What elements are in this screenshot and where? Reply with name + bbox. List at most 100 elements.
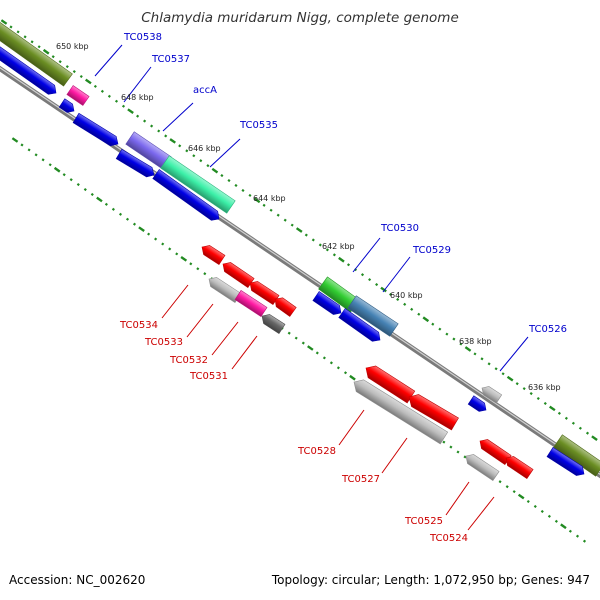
scale-tick-inner bbox=[48, 163, 52, 167]
reverse-label-leader bbox=[231, 335, 258, 370]
reverse-label-leader bbox=[467, 496, 495, 531]
scale-tick bbox=[591, 435, 598, 441]
scale-tick bbox=[332, 253, 336, 257]
scale-tick-inner bbox=[69, 178, 73, 182]
scale-tick-inner bbox=[20, 143, 24, 147]
scale-tick bbox=[487, 362, 491, 366]
scale-tick-inner bbox=[203, 272, 207, 276]
scale-tick-inner bbox=[118, 212, 123, 216]
scale-tick bbox=[557, 411, 561, 415]
scale-tick-inner bbox=[449, 445, 453, 449]
reverse-gene-label: TC0527 bbox=[341, 474, 380, 485]
scale-tick-inner bbox=[62, 173, 66, 177]
scale-tick bbox=[37, 45, 41, 49]
scale-tick bbox=[234, 183, 238, 187]
feature-arrow-magenta bbox=[66, 85, 90, 106]
scale-tick bbox=[150, 124, 154, 128]
scale-tick bbox=[127, 108, 134, 114]
forward-gene-label: TC0537 bbox=[151, 54, 190, 65]
scale-tick-inner bbox=[582, 539, 587, 543]
scale-tick bbox=[42, 48, 50, 55]
feature-arrow bbox=[72, 112, 119, 147]
forward-gene-label: TC0530 bbox=[380, 223, 419, 234]
scale-tick bbox=[380, 286, 387, 293]
scale-label: 642 kbp bbox=[322, 242, 355, 251]
scale-tick bbox=[164, 134, 168, 138]
forward-gene-label: TC0529 bbox=[412, 245, 451, 256]
scale-tick-inner bbox=[343, 371, 348, 375]
scale-tick bbox=[185, 149, 189, 153]
reverse-label-leader bbox=[445, 481, 470, 516]
scale-tick-inner bbox=[315, 351, 319, 355]
scale-tick-inner bbox=[533, 504, 537, 508]
scale-tick-inner bbox=[540, 509, 544, 513]
scale-tick bbox=[227, 179, 231, 183]
scale-tick bbox=[459, 342, 463, 346]
scale-tick bbox=[169, 138, 176, 144]
scale-tick-inner bbox=[76, 183, 80, 187]
feature-arrow-red bbox=[505, 456, 534, 480]
scale-tick bbox=[389, 292, 393, 296]
scale-tick-inner bbox=[294, 336, 298, 340]
scale-tick-inner bbox=[83, 188, 87, 192]
scale-label: 638 kbp bbox=[459, 337, 492, 346]
feature-arrow bbox=[115, 148, 155, 178]
reverse-label-leader bbox=[186, 303, 214, 338]
scale-tick bbox=[403, 302, 407, 306]
scale-tick-inner bbox=[301, 341, 305, 345]
reverse-gene-label: TC0532 bbox=[169, 355, 208, 366]
scale-label: 640 kbp bbox=[390, 291, 423, 300]
reverse-gene-label: TC0534 bbox=[119, 320, 158, 331]
scale-tick bbox=[72, 70, 76, 74]
scale-tick bbox=[346, 263, 351, 267]
feature-arrow bbox=[312, 291, 342, 315]
accession-text: Accession: NC_002620 bbox=[9, 573, 146, 587]
scale-tick bbox=[51, 55, 55, 59]
scale-tick-inner bbox=[96, 196, 103, 203]
scale-tick bbox=[295, 227, 303, 233]
scale-label: 650 kbp bbox=[56, 42, 89, 51]
scale-tick bbox=[23, 35, 27, 39]
scale-tick bbox=[571, 421, 575, 425]
scale-tick bbox=[564, 416, 568, 420]
scale-tick-inner bbox=[168, 247, 172, 251]
scale-tick-inner bbox=[526, 499, 530, 504]
scale-tick-inner bbox=[132, 222, 137, 226]
reverse-gene-label: TC0528 bbox=[297, 446, 336, 457]
forward-gene-label: TC0526 bbox=[528, 324, 567, 335]
scale-tick-inner bbox=[154, 237, 158, 241]
reverse-label-leader bbox=[211, 321, 239, 356]
scale-tick-inner bbox=[161, 242, 165, 246]
feature-arrow-red bbox=[222, 262, 255, 289]
scale-tick bbox=[262, 203, 266, 207]
scale-tick-inner bbox=[180, 256, 188, 262]
feature-arrow-gray bbox=[465, 454, 500, 482]
feature-arrow-darkgray bbox=[261, 314, 286, 335]
scale-tick-inner bbox=[575, 534, 580, 538]
feature-arrow-olive bbox=[553, 434, 600, 477]
scale-tick bbox=[410, 307, 414, 311]
reverse-label-leader bbox=[338, 409, 365, 446]
scale-tick bbox=[283, 218, 287, 222]
scale-tick bbox=[30, 40, 34, 44]
scale-tick bbox=[121, 104, 126, 108]
scale-tick bbox=[396, 297, 400, 301]
scale-tick-inner bbox=[138, 226, 145, 232]
feature-arrow bbox=[0, 46, 57, 95]
forward-label-leader bbox=[94, 44, 123, 77]
scale-tick-inner bbox=[336, 366, 340, 370]
scale-tick-inner bbox=[90, 192, 94, 196]
scale-tick-inner bbox=[41, 158, 45, 162]
forward-label-leader bbox=[382, 256, 411, 293]
scale-tick bbox=[241, 188, 245, 192]
scale-tick-inner bbox=[554, 519, 558, 523]
feature-arrow bbox=[467, 395, 487, 412]
scale-tick bbox=[220, 174, 224, 178]
reverse-gene-label: TC0531 bbox=[189, 371, 228, 382]
feature-arrow-red bbox=[274, 297, 297, 317]
feature-arrow bbox=[546, 446, 585, 476]
feature-arrow-aquamarine bbox=[160, 155, 236, 214]
scale-tick bbox=[290, 223, 294, 227]
scale-tick bbox=[445, 332, 449, 336]
